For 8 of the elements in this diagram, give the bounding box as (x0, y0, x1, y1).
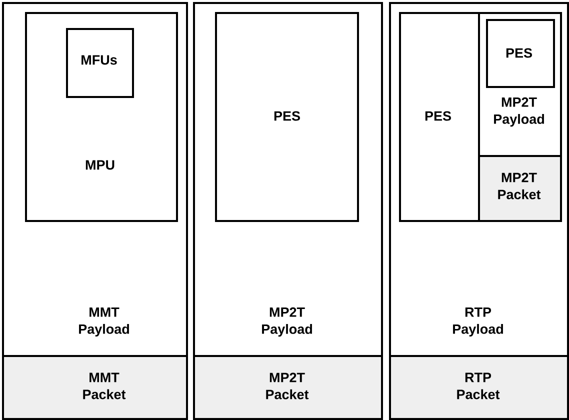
packet-band: MP2T Packet (478, 155, 562, 222)
packet-band: RTP Packet (389, 355, 569, 420)
content-box: MFUs (66, 28, 134, 98)
content-box: PES (215, 12, 359, 222)
packet-band: MP2T Packet (193, 355, 383, 420)
packet-band: MMT Packet (2, 355, 188, 420)
content-box: PES (399, 12, 480, 222)
content-box: PES (486, 19, 555, 88)
